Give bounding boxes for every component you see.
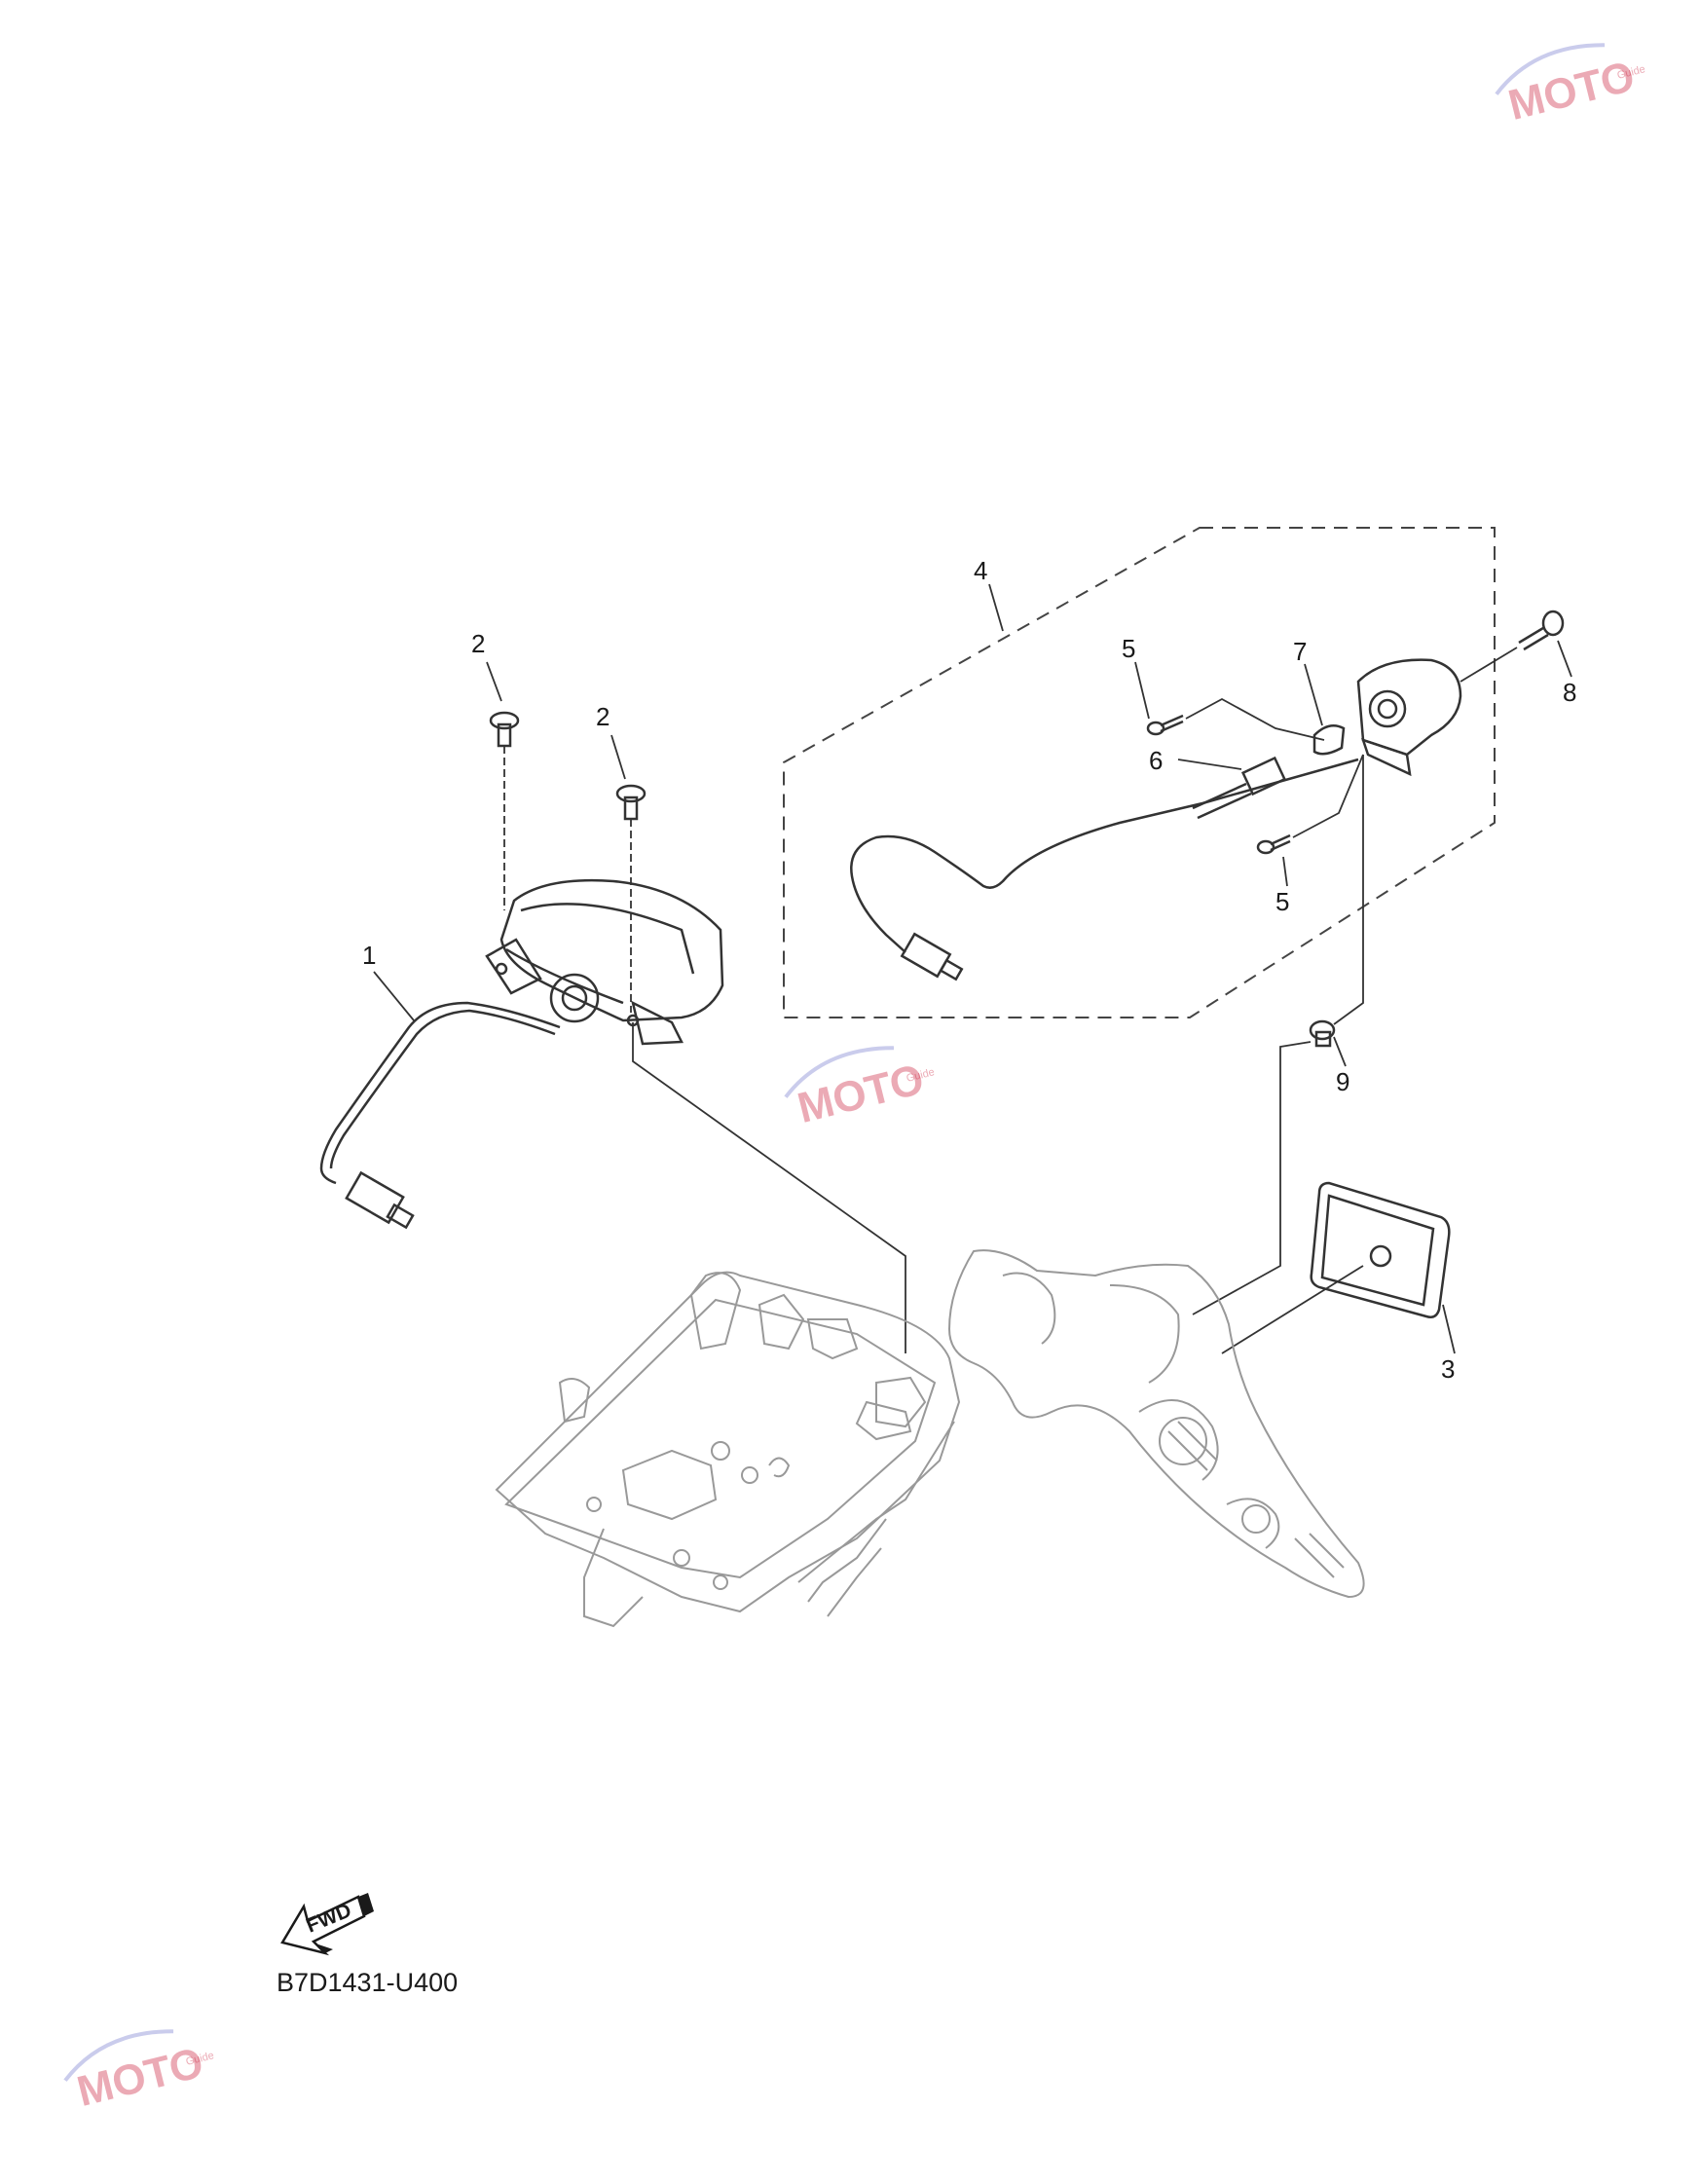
leader-2b (610, 734, 626, 780)
grommet-9 (1192, 1019, 1336, 1315)
watermark-top-right: MOTO Guide (1495, 43, 1646, 130)
leader-6 (1177, 759, 1242, 770)
callout-2-right: 2 (596, 702, 610, 731)
lamp-to-frame-leader (632, 1022, 906, 1353)
screw-5-lower (1256, 754, 1364, 855)
reflector-3 (1221, 1181, 1451, 1354)
leader-1 (373, 971, 415, 1021)
callout-5-lower: 5 (1275, 887, 1289, 916)
leader-5a (1134, 661, 1150, 720)
callout-4: 4 (974, 556, 987, 585)
callout-6: 6 (1149, 746, 1163, 775)
callout-2-left: 2 (471, 629, 485, 658)
assembly-boundary-4 (783, 527, 1496, 1018)
screw-5-upper (1146, 697, 1325, 741)
svg-text:MOTO: MOTO (1503, 53, 1639, 130)
callout-7: 7 (1293, 637, 1307, 666)
leader-2a (486, 661, 502, 702)
leader-7 (1304, 663, 1323, 726)
callout-9: 9 (1336, 1067, 1349, 1096)
tail-lamp-assembly (485, 878, 724, 1046)
svg-text:MOTO: MOTO (793, 1055, 928, 1132)
housing-to-grommet-leader (1333, 755, 1364, 1025)
callout-5-upper: 5 (1122, 634, 1135, 663)
license-lamp-housing (1356, 658, 1462, 777)
leader-5b (1282, 856, 1288, 887)
leader-8 (1557, 640, 1572, 678)
leader-3 (1442, 1304, 1456, 1354)
lamp-wire-harness (319, 1001, 561, 1230)
watermark-bottom-left: MOTO Guide (63, 2029, 215, 2116)
callout-1: 1 (362, 941, 376, 970)
rear-fender-outline (947, 1249, 1365, 1599)
socket-6-with-cord (850, 756, 1359, 981)
diagram-code: B7D1431-U400 (277, 1968, 458, 1997)
screw-8 (1460, 610, 1565, 683)
fwd-arrow-icon: FWD (280, 1893, 374, 1956)
callout-8: 8 (1563, 678, 1576, 707)
leader-4 (988, 583, 1004, 632)
bulb-7 (1312, 723, 1346, 756)
callout-3: 3 (1441, 1354, 1455, 1384)
bolt-2-left (489, 711, 520, 910)
leader-9 (1333, 1036, 1347, 1067)
bolt-2-right (615, 784, 647, 1013)
svg-text:MOTO: MOTO (72, 2039, 207, 2116)
seat-rail-frame-outline (495, 1271, 961, 1628)
watermark-center: MOTO Guide (784, 1046, 936, 1132)
